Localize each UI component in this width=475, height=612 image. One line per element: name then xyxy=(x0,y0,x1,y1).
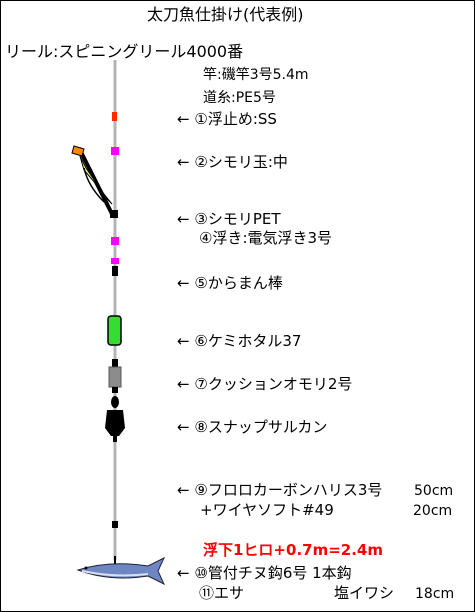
item-3: ← ③シモリPET xyxy=(177,210,281,228)
snap-swivel xyxy=(105,396,125,442)
wire-length: 20cm xyxy=(413,503,453,519)
shimori-pet-bead xyxy=(111,237,119,245)
arrow-icon: ← xyxy=(177,375,190,393)
item-6: ← ⑥ケミホタル37 xyxy=(177,332,302,350)
bait-name: 塩イワシ xyxy=(334,584,395,602)
reel-spec: リール:スピニングリール4000番 xyxy=(5,42,244,61)
karaman-bou xyxy=(111,258,119,276)
arrow-icon: ← xyxy=(177,210,190,228)
sardine-bait xyxy=(76,556,166,586)
diagram-title: 太刀魚仕掛け(代表例) xyxy=(147,5,304,24)
arrow-icon: ← xyxy=(177,153,190,171)
chemical-light xyxy=(107,315,122,346)
item-11: ⑪エサ xyxy=(199,584,245,602)
leader-length: 50cm xyxy=(414,483,454,499)
arrow-icon: ← xyxy=(177,564,190,582)
cushion-sinker xyxy=(108,359,122,393)
arrow-icon: ← xyxy=(177,274,190,292)
float-stopper xyxy=(112,112,117,121)
item-1: ← ①浮止め:SS xyxy=(177,110,277,128)
item-7: ← ⑦クッションオモリ2号 xyxy=(177,375,353,393)
arrow-icon: ← xyxy=(177,332,190,350)
float-depth: 浮下1ヒロ+0.7m=2.4m xyxy=(203,541,383,559)
item-4: ④浮き:電気浮き3号 xyxy=(199,229,333,247)
item-2: ← ②シモリ玉:中 xyxy=(177,153,288,171)
electric-float xyxy=(71,145,118,218)
line-spec: 道糸:PE5号 xyxy=(203,90,276,106)
rod-spec: 竿:磯竿3号5.4m xyxy=(203,67,309,83)
item-8: ← ⑧スナップサルカン xyxy=(177,418,328,436)
item-9: ← ⑨フロロカーボンハリス3号 xyxy=(177,481,383,499)
shimori-bead xyxy=(111,147,119,155)
arrow-icon: ← xyxy=(177,481,190,499)
item-5: ← ⑤からまん棒 xyxy=(177,274,283,292)
leader-joint xyxy=(112,521,118,528)
bait-length: 18cm xyxy=(415,586,455,602)
arrow-icon: ← xyxy=(177,418,190,436)
wire-spec: +ワイヤソフト#49 xyxy=(200,501,334,519)
item-10: ← ⑩管付チヌ鈎6号 1本鈎 xyxy=(177,564,352,582)
arrow-icon: ← xyxy=(177,110,190,128)
